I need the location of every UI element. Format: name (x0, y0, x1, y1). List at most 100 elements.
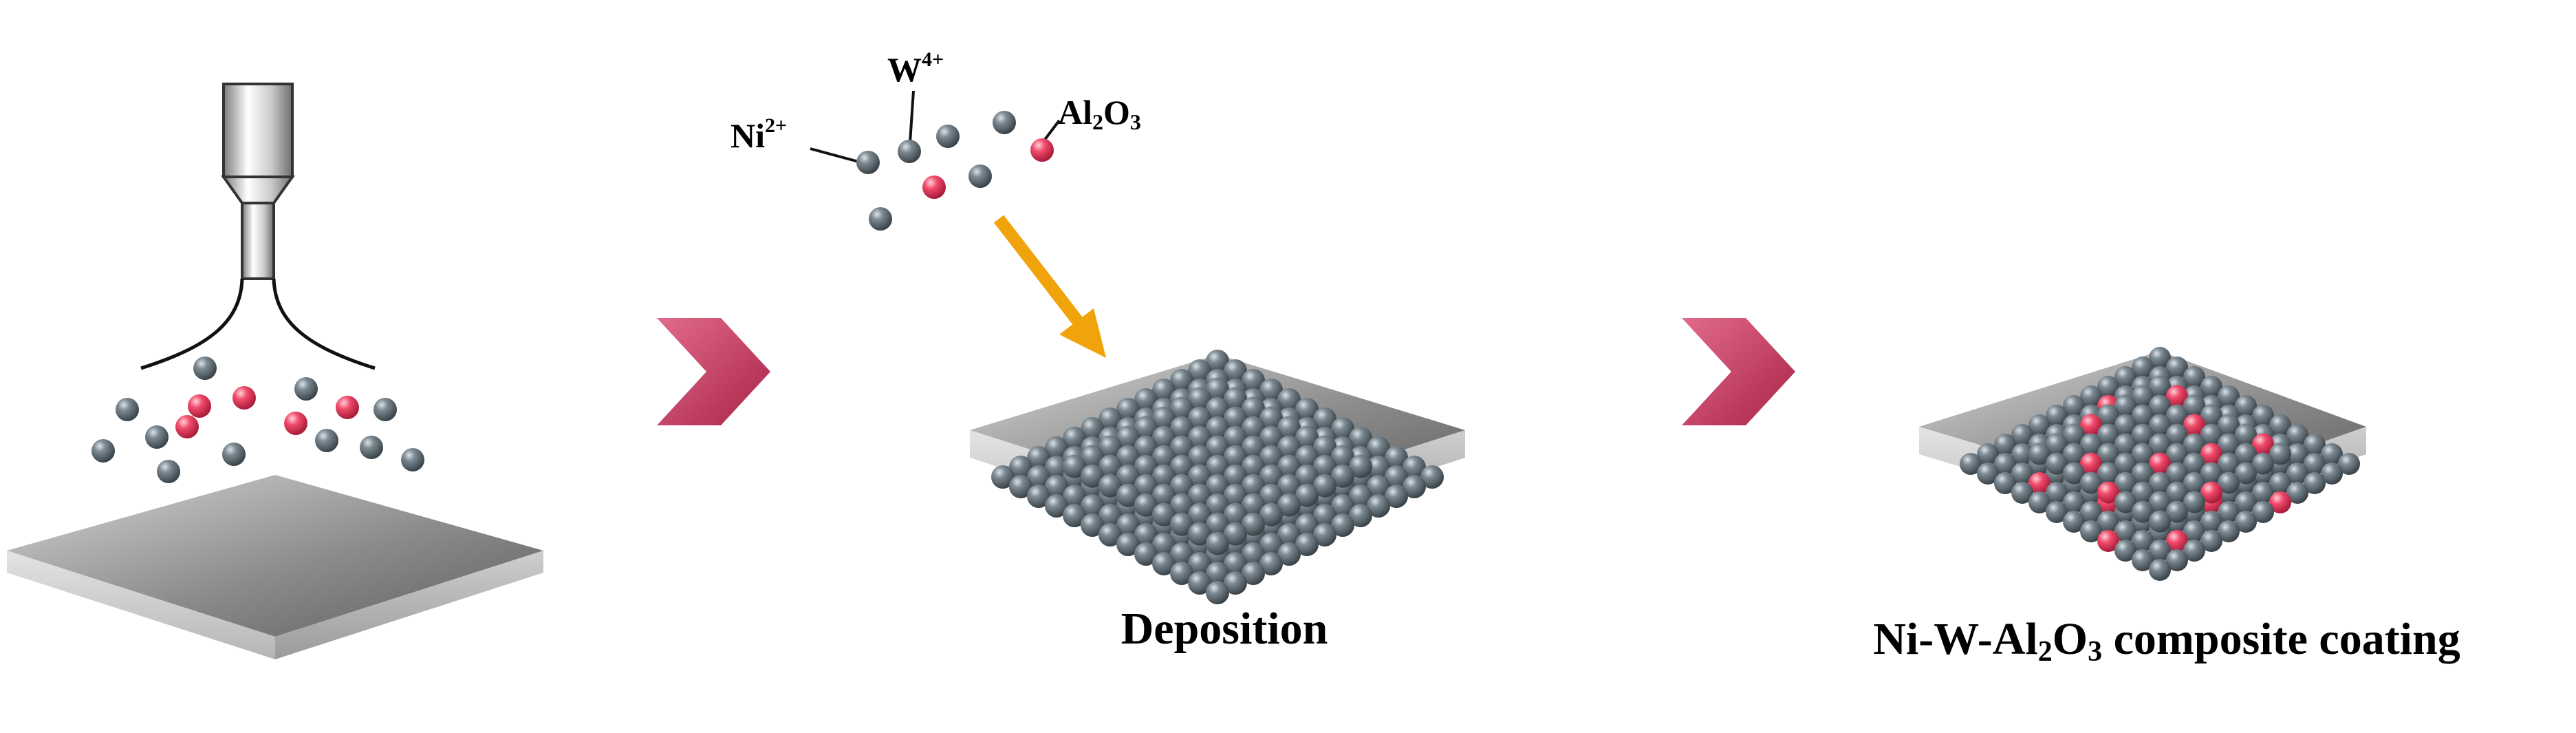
metal-particle (2286, 443, 2308, 465)
metal-particle (1098, 407, 1122, 431)
metal-particle (1188, 502, 1211, 527)
metal-particle (1259, 533, 1283, 556)
metal-particle (1134, 493, 1158, 517)
metal-particle (1313, 523, 1336, 546)
metal-particle (2149, 375, 2171, 398)
metal-ion-particle (193, 357, 217, 380)
metal-particle (2080, 471, 2102, 494)
metal-particle (1188, 464, 1211, 488)
metal-particle (1224, 483, 1247, 507)
metal-particle (1295, 445, 1319, 469)
spray-particles (91, 357, 424, 483)
metal-particle (2097, 404, 2119, 427)
metal-particle (1224, 359, 1247, 383)
metal-particle (1152, 533, 1176, 556)
metal-particle (2097, 423, 2119, 446)
metal-particle (2114, 433, 2136, 456)
metal-particle (2286, 424, 2308, 446)
metal-particle (1027, 446, 1050, 469)
metal-particle (2028, 414, 2050, 436)
metal-particle (2149, 510, 2171, 533)
metal-particle (1277, 454, 1301, 478)
metal-particle (2097, 511, 2119, 533)
metal-particle (1063, 427, 1086, 450)
metal-particle (1242, 542, 1265, 566)
metal-particle (1045, 436, 1068, 460)
metal-particle (2046, 501, 2068, 523)
metal-particle (2218, 520, 2240, 542)
metal-particle (1242, 512, 1265, 536)
metal-particle (1313, 504, 1336, 527)
metal-particle (1170, 454, 1193, 478)
metal-particle (1206, 562, 1229, 585)
deposition-panel: Ni2+ W4+ Al2O3 Deposition (730, 48, 1465, 654)
metal-ion-particle (157, 460, 180, 483)
metal-particle (2114, 366, 2136, 388)
metal-particle (1170, 474, 1193, 498)
metal-particle (2252, 452, 2274, 475)
metal-particle (2011, 424, 2033, 446)
metal-particle (1349, 454, 1372, 478)
metal-particle (2114, 452, 2136, 475)
metal-particle (2132, 357, 2154, 379)
metal-particle (2183, 433, 2205, 456)
metal-particle (2114, 540, 2136, 562)
metal-particle (1224, 464, 1247, 488)
metal-particle (1116, 464, 1140, 488)
alumina-particle (2080, 414, 2102, 436)
metal-particle (2063, 443, 2085, 465)
metal-particle (2304, 453, 2326, 475)
metal-particle (1152, 379, 1176, 402)
metal-particle (1170, 512, 1193, 536)
metal-particle (1259, 464, 1283, 488)
metal-particle (2149, 394, 2171, 417)
metal-particle (2132, 462, 2154, 485)
metal-particle (2046, 452, 2068, 475)
metal-particle (1994, 472, 2016, 494)
metal-particle (2149, 433, 2171, 456)
metal-particle (1259, 379, 1283, 402)
metal-particle (2080, 520, 2102, 542)
metal-particle (2063, 511, 2085, 533)
metal-particle (1242, 416, 1265, 440)
nozzle-icon (140, 83, 376, 370)
metal-particle (1224, 522, 1247, 546)
metal-particle (2200, 423, 2222, 446)
chevron-right-icon (1682, 318, 1795, 425)
metal-particle (1295, 398, 1319, 421)
metal-particle (1331, 445, 1354, 469)
metal-particle (1098, 474, 1122, 498)
metal-particle (1277, 542, 1301, 566)
metal-particle (1313, 454, 1336, 478)
chevron-right-icon (657, 318, 770, 425)
w-label: W4+ (887, 48, 944, 89)
alumina-particle (2183, 414, 2205, 436)
metal-particle (2132, 549, 2154, 571)
metal-particle (2183, 471, 2205, 494)
metal-particle (1081, 417, 1104, 440)
metal-particle (1206, 512, 1229, 536)
metal-particle (1277, 493, 1301, 517)
metal-particle (2218, 501, 2240, 523)
metal-particle (1206, 454, 1229, 478)
metal-particle (2200, 462, 2222, 485)
alumina-particle (175, 415, 199, 438)
alumina-particle (2097, 481, 2119, 504)
metal-particle (2286, 463, 2308, 485)
metal-particle (2011, 463, 2033, 485)
metal-particle (1152, 483, 1176, 507)
metal-ion-particle (856, 151, 880, 174)
metal-particle (1116, 513, 1140, 537)
metal-particle (2046, 433, 2068, 456)
metal-particle (2080, 433, 2102, 456)
metal-particle (2183, 491, 2205, 513)
metal-particle (2097, 462, 2119, 485)
metal-particle (2080, 501, 2102, 523)
metal-ion-particle (374, 398, 397, 421)
metal-particle (2200, 530, 2222, 552)
metal-particle (1045, 494, 1068, 518)
metal-particle (1063, 454, 1086, 478)
metal-particle (2132, 423, 2154, 446)
metal-ion-particle (360, 436, 383, 459)
alumina-particle (336, 396, 359, 419)
